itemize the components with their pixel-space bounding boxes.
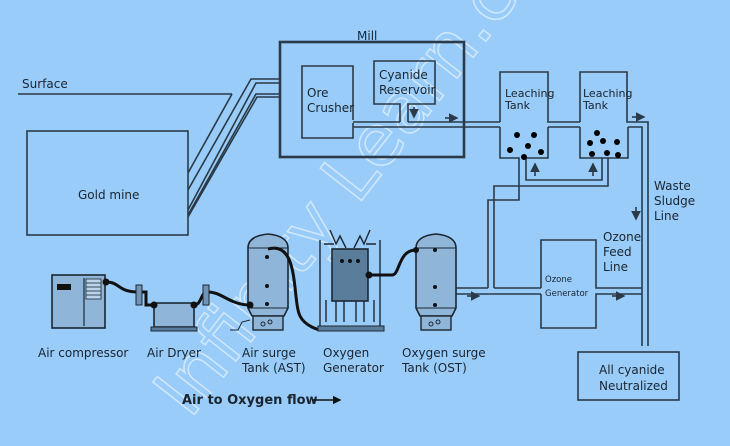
svg-text:Tank: Tank — [582, 99, 609, 112]
svg-text:Generator: Generator — [545, 289, 589, 299]
cyanide-reservoir: Cyanide Reservoir — [373, 60, 436, 122]
svg-text:All cyanide: All cyanide — [599, 363, 665, 377]
air-compressor: Air compressor — [38, 274, 128, 360]
ost-label: Oxygen surge — [402, 346, 486, 360]
oxygen-surge-tank: Oxygen surge Tank (OST) — [401, 233, 486, 375]
gold-mine-label: Gold mine — [78, 188, 139, 202]
air-pipe — [105, 280, 154, 307]
svg-text:Neutralized: Neutralized — [599, 379, 668, 393]
ore-particles — [507, 132, 544, 160]
oxygen-feed-line — [456, 158, 609, 301]
oxygen-generator-label: Oxygen — [323, 346, 369, 360]
svg-text:Line: Line — [654, 209, 679, 223]
mill: Mill — [278, 29, 466, 159]
svg-text:Reservoir: Reservoir — [379, 83, 436, 97]
waste-sludge-line: Waste Sludge Line — [654, 179, 695, 223]
surface-line: Surface — [18, 77, 232, 95]
air-dryer: Air Dryer — [147, 301, 201, 360]
air-to-oxygen-flow-label: Air to Oxygen flow — [182, 393, 318, 408]
svg-text:Feed: Feed — [603, 245, 632, 259]
flow-caption: Air to Oxygen flow — [182, 393, 342, 408]
oxygen-pipe — [369, 248, 417, 277]
air-compressor-label: Air compressor — [38, 346, 128, 360]
valve-icon — [135, 284, 143, 306]
svg-text:Tank: Tank — [504, 99, 531, 112]
svg-text:Cyanide: Cyanide — [379, 68, 428, 82]
svg-text:Ozone: Ozone — [545, 275, 572, 285]
svg-text:Line: Line — [603, 260, 628, 274]
svg-text:Crusher: Crusher — [307, 101, 354, 115]
ore-particles — [587, 130, 621, 158]
ore-crusher: Ore Crusher — [301, 65, 354, 139]
surface-label: Surface — [22, 77, 68, 91]
svg-text:Sludge: Sludge — [654, 194, 695, 208]
ozone-feed-line: Ozone Feed Line — [603, 207, 641, 274]
svg-text:Waste: Waste — [654, 179, 691, 193]
air-surge-tank: Air surge Tank (AST) — [230, 233, 306, 375]
air-pipe — [267, 246, 323, 332]
gold-mine: Gold mine — [26, 130, 189, 236]
air-dryer-label: Air Dryer — [147, 346, 201, 360]
ozone-generator: Ozone Generator — [540, 239, 642, 329]
valve-icon — [202, 284, 210, 306]
svg-text:Tank (AST): Tank (AST) — [241, 361, 306, 375]
svg-text:Ore: Ore — [307, 86, 329, 100]
leaching-tank-1: Leaching Tank — [487, 71, 629, 288]
mine-shaft-pipes — [187, 78, 280, 218]
oxygen-generator: Oxygen Generator — [317, 229, 385, 375]
mill-outlet-pipe — [353, 113, 500, 128]
svg-text:Tank (OST): Tank (OST) — [401, 361, 467, 375]
svg-text:Leaching: Leaching — [505, 87, 554, 100]
leaching-tank-2: Leaching Tank — [579, 71, 649, 346]
ast-label: Air surge — [242, 346, 296, 360]
svg-text:Generator: Generator — [323, 361, 384, 375]
neutralization-box: All cyanide Neutralized — [577, 351, 680, 401]
svg-text:Leaching: Leaching — [583, 87, 632, 100]
mill-label: Mill — [357, 29, 377, 43]
svg-text:Ozone: Ozone — [603, 230, 641, 244]
